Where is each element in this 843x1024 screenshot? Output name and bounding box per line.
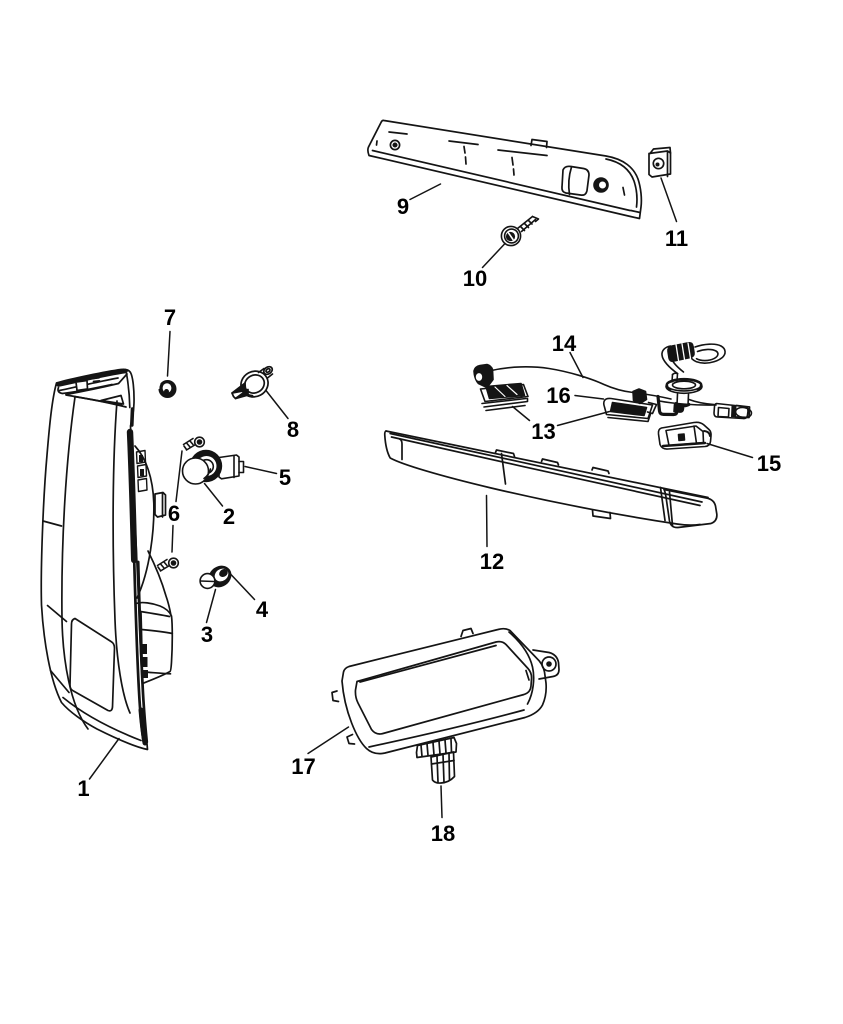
svg-text:11: 11 <box>665 226 688 251</box>
svg-text:15: 15 <box>757 451 781 476</box>
svg-text:4: 4 <box>256 597 269 622</box>
svg-text:10: 10 <box>463 266 487 291</box>
svg-text:17: 17 <box>291 754 315 779</box>
svg-text:14: 14 <box>552 331 577 356</box>
svg-text:3: 3 <box>201 622 213 647</box>
svg-text:6: 6 <box>168 501 180 526</box>
svg-text:16: 16 <box>546 383 570 408</box>
svg-text:5: 5 <box>279 465 291 490</box>
svg-text:9: 9 <box>397 194 409 219</box>
svg-text:12: 12 <box>480 549 504 574</box>
svg-text:13: 13 <box>531 419 555 444</box>
svg-text:7: 7 <box>164 305 176 330</box>
svg-text:1: 1 <box>77 776 89 801</box>
svg-text:8: 8 <box>287 417 299 442</box>
svg-text:18: 18 <box>431 821 455 846</box>
svg-text:2: 2 <box>223 504 235 529</box>
